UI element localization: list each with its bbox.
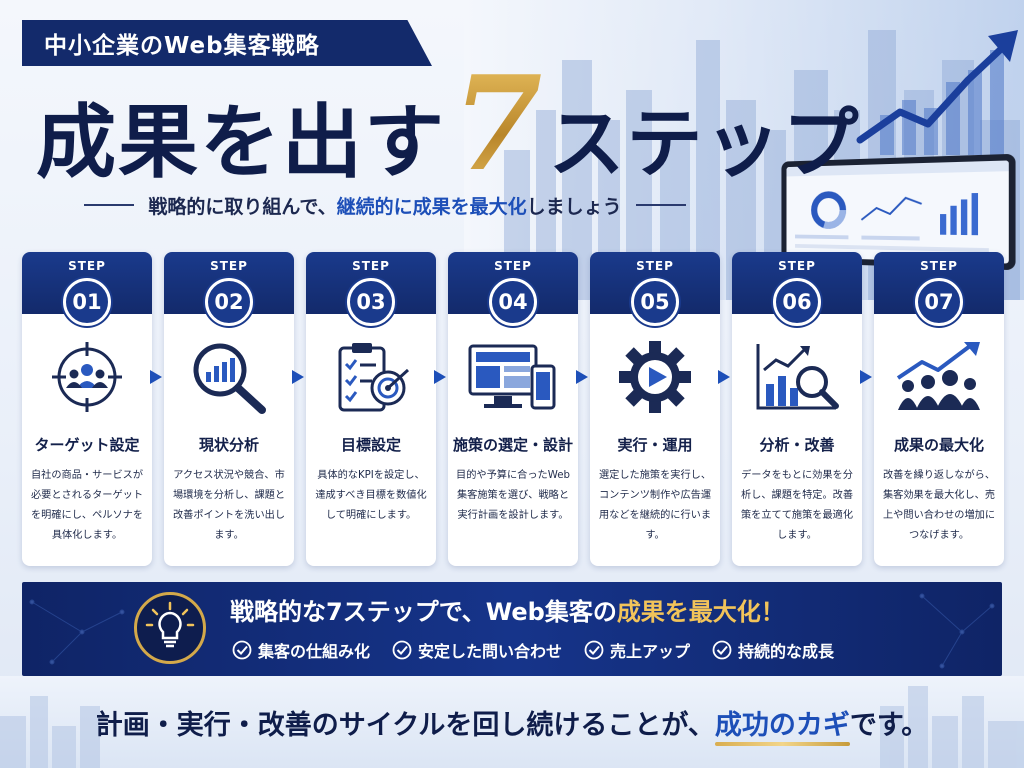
chevron-right-icon bbox=[434, 370, 446, 384]
footer-key-phrase: 成功のカギ bbox=[714, 703, 850, 746]
step-card-05: STEP 05 実行・運用 選定した施策を実行し、コ bbox=[590, 252, 720, 566]
check-circle-icon bbox=[712, 640, 732, 660]
step-number: 04 bbox=[489, 278, 537, 326]
step-title: 現状分析 bbox=[198, 436, 259, 454]
banner-title-before: 戦略的な7ステップで、Web集客の bbox=[230, 598, 617, 626]
step-title: 分析・改善 bbox=[759, 436, 835, 454]
banner-title: 戦略的な7ステップで、Web集客の成果を最大化！ bbox=[230, 592, 785, 627]
step-card-07: STEP 07 成果の最大化 改善を繰り返しながら、集客効果を最大化し、売上や問… bbox=[874, 252, 1004, 566]
target-people-icon bbox=[52, 342, 122, 412]
step-card-01: STEP 01 ターゲット設定 自社の商品・サービスが必要とされるターゲットを明… bbox=[22, 252, 152, 566]
banner-title-gold: 成果を最大化！ bbox=[616, 598, 785, 626]
step-number: 05 bbox=[631, 278, 679, 326]
top-category-tag: 中小企業のWeb集客戦略 bbox=[22, 20, 432, 66]
chevron-right-icon bbox=[576, 370, 588, 384]
clipboard-target-icon bbox=[338, 343, 410, 412]
step-card-06: STEP 06 分析・改善 データをもとに効果を分析し、課題を特定。改善策を立て… bbox=[732, 252, 862, 566]
chevron-right-icon bbox=[718, 370, 730, 384]
step-card-02: STEP 02 現状分析 アクセス状況や競合、市場環境を分析し、課題と改善ポイン… bbox=[164, 252, 294, 566]
monitor-phone-icon bbox=[468, 344, 556, 410]
step-label: STEP bbox=[352, 259, 390, 273]
subtitle-after: しましょう bbox=[526, 195, 622, 218]
step-label: STEP bbox=[778, 259, 816, 273]
lightbulb-badge bbox=[134, 592, 206, 664]
step-label: STEP bbox=[210, 259, 248, 273]
check-item: 集客の仕組み化 bbox=[232, 638, 370, 662]
lightbulb-icon bbox=[145, 601, 195, 648]
step-description: 具体的なKPIを設定し、達成すべき目標を数値化して明確にします。 bbox=[315, 470, 427, 521]
check-item: 安定した問い合わせ bbox=[392, 638, 562, 662]
steps-row: STEP 01 ターゲット設定 自社の商品・サービスが必要とされるターゲットを明… bbox=[22, 252, 1004, 566]
step-label: STEP bbox=[636, 259, 674, 273]
check-item: 持続的な成長 bbox=[712, 638, 834, 662]
chevron-right-icon bbox=[860, 370, 872, 384]
subtitle: 戦略的に取り組んで、継続的に成果を最大化しましょう bbox=[40, 188, 730, 222]
step-number: 06 bbox=[773, 278, 821, 326]
step-number: 01 bbox=[63, 278, 111, 326]
check-item: 売上アップ bbox=[584, 638, 690, 662]
subtitle-highlight: 継続的に成果を最大化 bbox=[336, 195, 527, 218]
step-title: 成果の最大化 bbox=[893, 436, 984, 454]
step-description: 目的や予算に合ったWeb集客施策を選び、戦略と実行計画を設計します。 bbox=[456, 470, 570, 521]
chevron-right-icon bbox=[292, 370, 304, 384]
step-title: 施策の選定・設計 bbox=[452, 436, 573, 454]
step-card-03: STEP 03 目標設定 具体的なKPIを設定し、達成すべき目標を数値化して明確… bbox=[306, 252, 436, 566]
title-number: 7 bbox=[452, 47, 543, 200]
step-number: 02 bbox=[205, 278, 253, 326]
subtitle-right-line bbox=[635, 204, 686, 206]
check-label: 安定した問い合わせ bbox=[418, 642, 563, 661]
check-circle-icon bbox=[392, 640, 412, 660]
check-label: 売上アップ bbox=[610, 642, 691, 661]
rising-arrow-icon bbox=[856, 30, 1018, 155]
step-title: 目標設定 bbox=[340, 436, 401, 454]
magnifier-chart-icon bbox=[193, 343, 266, 414]
laptop-dashboard-image bbox=[770, 150, 1020, 271]
title-part2: ステップ bbox=[548, 99, 861, 188]
step-title: 実行・運用 bbox=[617, 436, 693, 454]
step-label: STEP bbox=[920, 259, 958, 273]
check-circle-icon bbox=[232, 640, 252, 660]
check-circle-icon bbox=[584, 640, 604, 660]
top-tag-text: 中小企業のWeb集客戦略 bbox=[44, 33, 320, 59]
step-number: 03 bbox=[347, 278, 395, 326]
step-card-04: STEP 04 施策の選定・設計 目的や予算に合ったWeb集客施策を選び、戦略と… bbox=[448, 252, 578, 566]
summary-banner: 戦略的な7ステップで、Web集客の成果を最大化！ 集客の仕組み化 安定した問い合… bbox=[22, 582, 1002, 676]
network-decoration bbox=[29, 593, 995, 669]
subtitle-before: 戦略的に取り組んで、 bbox=[148, 195, 337, 218]
subtitle-text: 戦略的に取り組んで、継続的に成果を最大化しましょう bbox=[148, 192, 621, 219]
growth-people-icon bbox=[896, 342, 980, 410]
step-description: データをもとに効果を分析し、課題を特定。改善策を立てて施策を最適化します。 bbox=[740, 470, 854, 541]
gear-play-icon bbox=[619, 341, 691, 413]
footer-message: 計画・実行・改善のサイクルを回し続けることが、成功のカギです。 bbox=[0, 692, 1024, 752]
step-label: STEP bbox=[68, 259, 106, 273]
step-label: STEP bbox=[494, 259, 532, 273]
step-title: ターゲット設定 bbox=[34, 436, 140, 454]
step-description: 自社の商品・サービスが必要とされるターゲットを明確にし、ペルソナを具体化します。 bbox=[30, 470, 144, 541]
title-part1: 成果を出す bbox=[36, 95, 446, 189]
step-description: 選定した施策を実行し、コンテンツ制作や広告運用などを継続的に行います。 bbox=[598, 470, 712, 541]
footer-after: です。 bbox=[849, 709, 929, 741]
chevron-right-icon bbox=[150, 370, 162, 384]
footer-before: 計画・実行・改善のサイクルを回し続けることが、 bbox=[95, 709, 715, 741]
step-number: 07 bbox=[915, 278, 963, 326]
benefit-checklist: 集客の仕組み化 安定した問い合わせ 売上アップ 持続的な成長 bbox=[232, 638, 834, 662]
check-label: 集客の仕組み化 bbox=[258, 642, 371, 661]
page-title: 成果を出す 7 ステップ bbox=[36, 59, 861, 189]
chart-magnifier-icon bbox=[756, 344, 839, 410]
subtitle-left-line bbox=[84, 204, 135, 206]
check-label: 持続的な成長 bbox=[738, 642, 835, 661]
step-description: 改善を繰り返しながら、集客効果を最大化し、売上や問い合わせの増加につなげます。 bbox=[882, 470, 996, 541]
step-description: アクセス状況や競合、市場環境を分析し、課題と改善ポイントを洗い出します。 bbox=[172, 470, 286, 541]
